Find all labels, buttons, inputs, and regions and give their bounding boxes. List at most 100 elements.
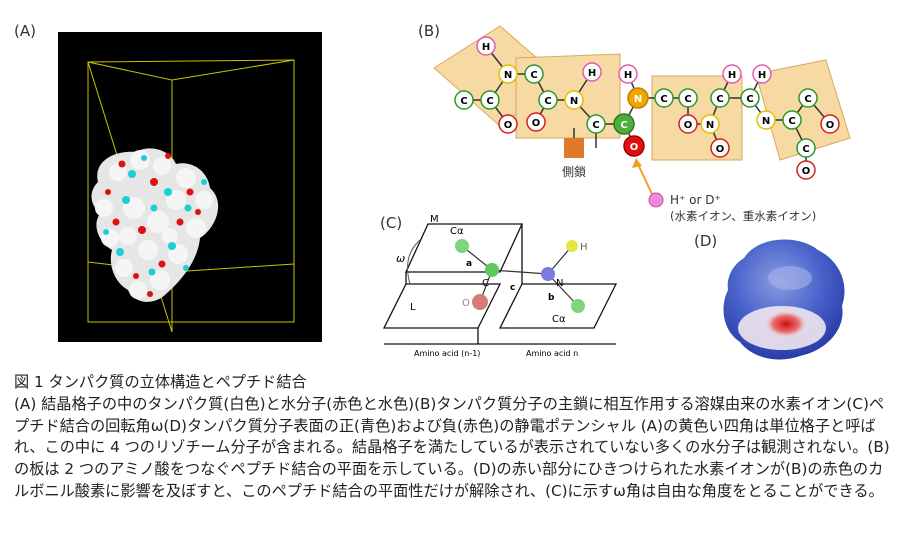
atom-c13: C [796,138,816,158]
svg-text:H: H [624,70,632,81]
peptide-plane-lines [382,223,618,345]
svg-text:O: O [532,118,541,129]
protein-molecule [91,148,219,302]
electrostatic-surface-figure [723,239,845,360]
panel-b-label: (B) [418,22,440,40]
atom-h3: H [618,64,638,84]
atom-h2: H [582,62,602,82]
carbon-label: C [482,278,489,289]
svg-text:H: H [588,68,596,79]
svg-text:H: H [482,42,490,53]
atom-c8: C [678,88,698,108]
svg-text:C: C [620,120,627,131]
hydrogen-ion-icon [648,192,664,208]
hydrogen-label: H [580,242,588,253]
atom-c10: C [740,88,760,108]
atom-c2: C [454,90,474,110]
atom-o7: O [796,160,816,180]
atom-c11: C [782,110,802,130]
calpha-top-atom [455,239,469,253]
svg-text:O: O [504,120,513,131]
nitrogen-atom [541,267,555,281]
caption-title: 図 1 タンパク質の立体構造とペプチド結合 [14,373,307,391]
carbon-atom [485,263,499,277]
label-l: L [410,302,416,313]
svg-text:H: H [758,70,766,81]
label-m: M [430,214,439,225]
atom-h5: H [752,64,772,84]
svg-text:C: C [592,120,599,131]
peptide-rotation-figure: ω M L Cα H C O N Cα a c b Amino acid (n-… [382,214,618,358]
atom-n5: N [756,110,776,130]
caption-body: (A) 結晶格子の中のタンパク質(白色)と水分子(赤色と水色)(B)タンパク質分… [14,394,890,500]
panel-d-label: (D) [694,232,718,250]
panel-c-label: (C) [380,214,403,232]
atom-o3: O [623,135,645,157]
amino-acid-n-label: Amino acid n [526,349,578,358]
hydrogen-atom [566,240,578,252]
svg-text:C: C [660,94,667,105]
atom-o1: O [498,114,518,134]
oxygen-label: O [462,298,470,309]
svg-text:C: C [530,70,537,81]
atom-o5: O [710,138,730,158]
atom-c7: C [654,88,674,108]
svg-text:C: C [544,96,551,107]
svg-text:O: O [716,144,725,155]
calpha-bottom-label: Cα [552,314,566,325]
atom-c6: C [613,113,635,135]
svg-text:O: O [684,120,693,131]
atom-n2: N [564,90,584,110]
svg-text:N: N [634,94,642,105]
svg-text:O: O [802,166,811,177]
omega-arc [407,239,421,285]
svg-text:C: C [460,96,467,107]
negative-potential-region [764,310,808,338]
atom-n1: N [498,64,518,84]
figure-caption: 図 1 タンパク質の立体構造とペプチド結合 (A) 結晶格子の中のタンパク質(白… [14,372,890,503]
vector-b-label: b [548,293,555,303]
svg-text:O: O [826,120,835,131]
svg-text:C: C [804,94,811,105]
oxygen-atom [472,294,488,310]
atom-o2: O [526,112,546,132]
atom-c9: C [710,88,730,108]
vector-c-label: c [510,283,515,293]
atom-c1: C [524,64,544,84]
omega-label: ω [396,252,405,265]
nitrogen-label: N [556,278,563,289]
atom-c5: C [586,114,606,134]
svg-text:N: N [570,96,578,107]
atom-h4: H [722,64,742,84]
atom-n3: N [627,87,649,109]
peptide-chain-figure: 側鎖 H N C C C O C O N H C C O N H C C O N… [433,25,851,223]
electrostatic-surface-image [700,232,860,367]
crystal-lattice-figure [87,59,295,333]
vector-a-label: a [466,259,472,269]
atom-c3: C [480,90,500,110]
atom-c12: C [798,88,818,108]
atom-o4: O [678,114,698,134]
svg-text:N: N [706,120,714,131]
atom-c4: C [538,90,558,110]
svg-text:C: C [486,96,493,107]
crystal-lattice-image [58,32,322,342]
side-chain-label: 側鎖 [562,164,586,179]
atoms: H N C C C O C O N H C C O N H C C O N C … [454,36,840,180]
side-chain-square [564,138,584,158]
atom-o6: O [820,114,840,134]
ion-sublabel: (水素イオン、重水素イオン) [670,209,816,223]
atom-h1: H [476,36,496,56]
atom-n4: N [700,114,720,134]
svg-text:C: C [788,116,795,127]
calpha-bottom-atom [571,299,585,313]
svg-text:C: C [802,144,809,155]
svg-text:C: C [684,94,691,105]
svg-text:N: N [504,70,512,81]
peptide-chain-diagram: 側鎖 H N C C C O C O N H C C O N H C C O N… [420,20,890,230]
peptide-rotation-diagram: ω M L Cα H C O N Cα a c b Amino acid (n-… [380,210,660,360]
svg-text:N: N [762,116,770,127]
svg-text:C: C [716,94,723,105]
amino-acid-n1-label: Amino acid (n-1) [414,349,480,358]
svg-text:C: C [746,94,753,105]
